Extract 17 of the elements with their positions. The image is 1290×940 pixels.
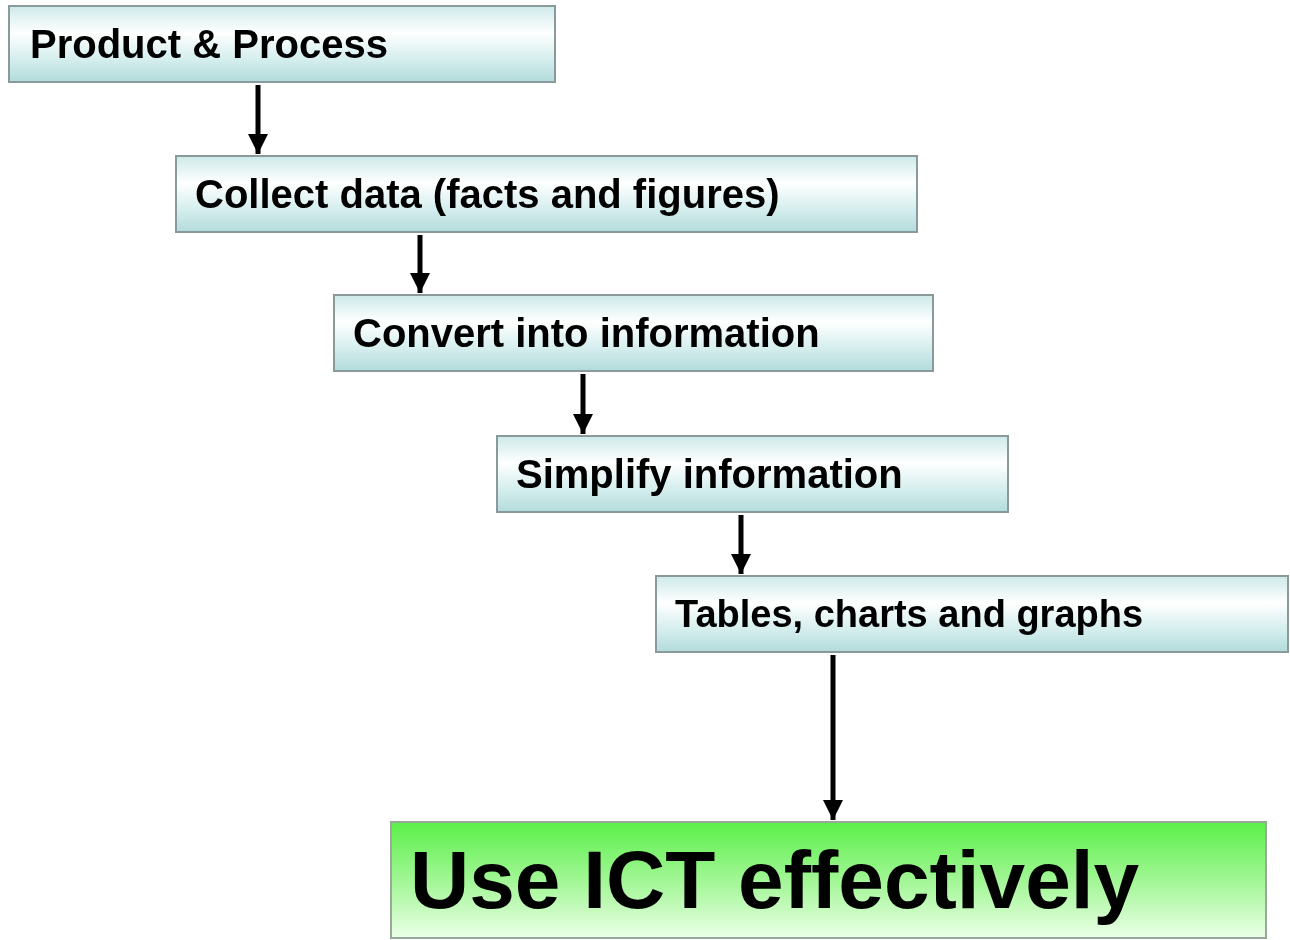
- process-box: [175, 155, 918, 233]
- process-box: [333, 294, 934, 372]
- box-label: Use ICT effectively: [410, 833, 1140, 927]
- box-label: Product & Process: [30, 21, 388, 67]
- box-label: Simplify information: [516, 451, 903, 497]
- box-label: Collect data (facts and figures): [195, 171, 780, 217]
- arrow: [731, 515, 751, 574]
- process-box: [655, 575, 1289, 653]
- process-box: [496, 435, 1009, 513]
- box-label: Tables, charts and graphs: [675, 592, 1144, 636]
- arrow: [248, 85, 268, 154]
- arrow: [410, 235, 430, 293]
- box-label: Convert into information: [353, 310, 820, 356]
- process-box: [390, 821, 1267, 939]
- arrow: [573, 374, 593, 434]
- process-box: [8, 5, 556, 83]
- arrow: [823, 655, 843, 820]
